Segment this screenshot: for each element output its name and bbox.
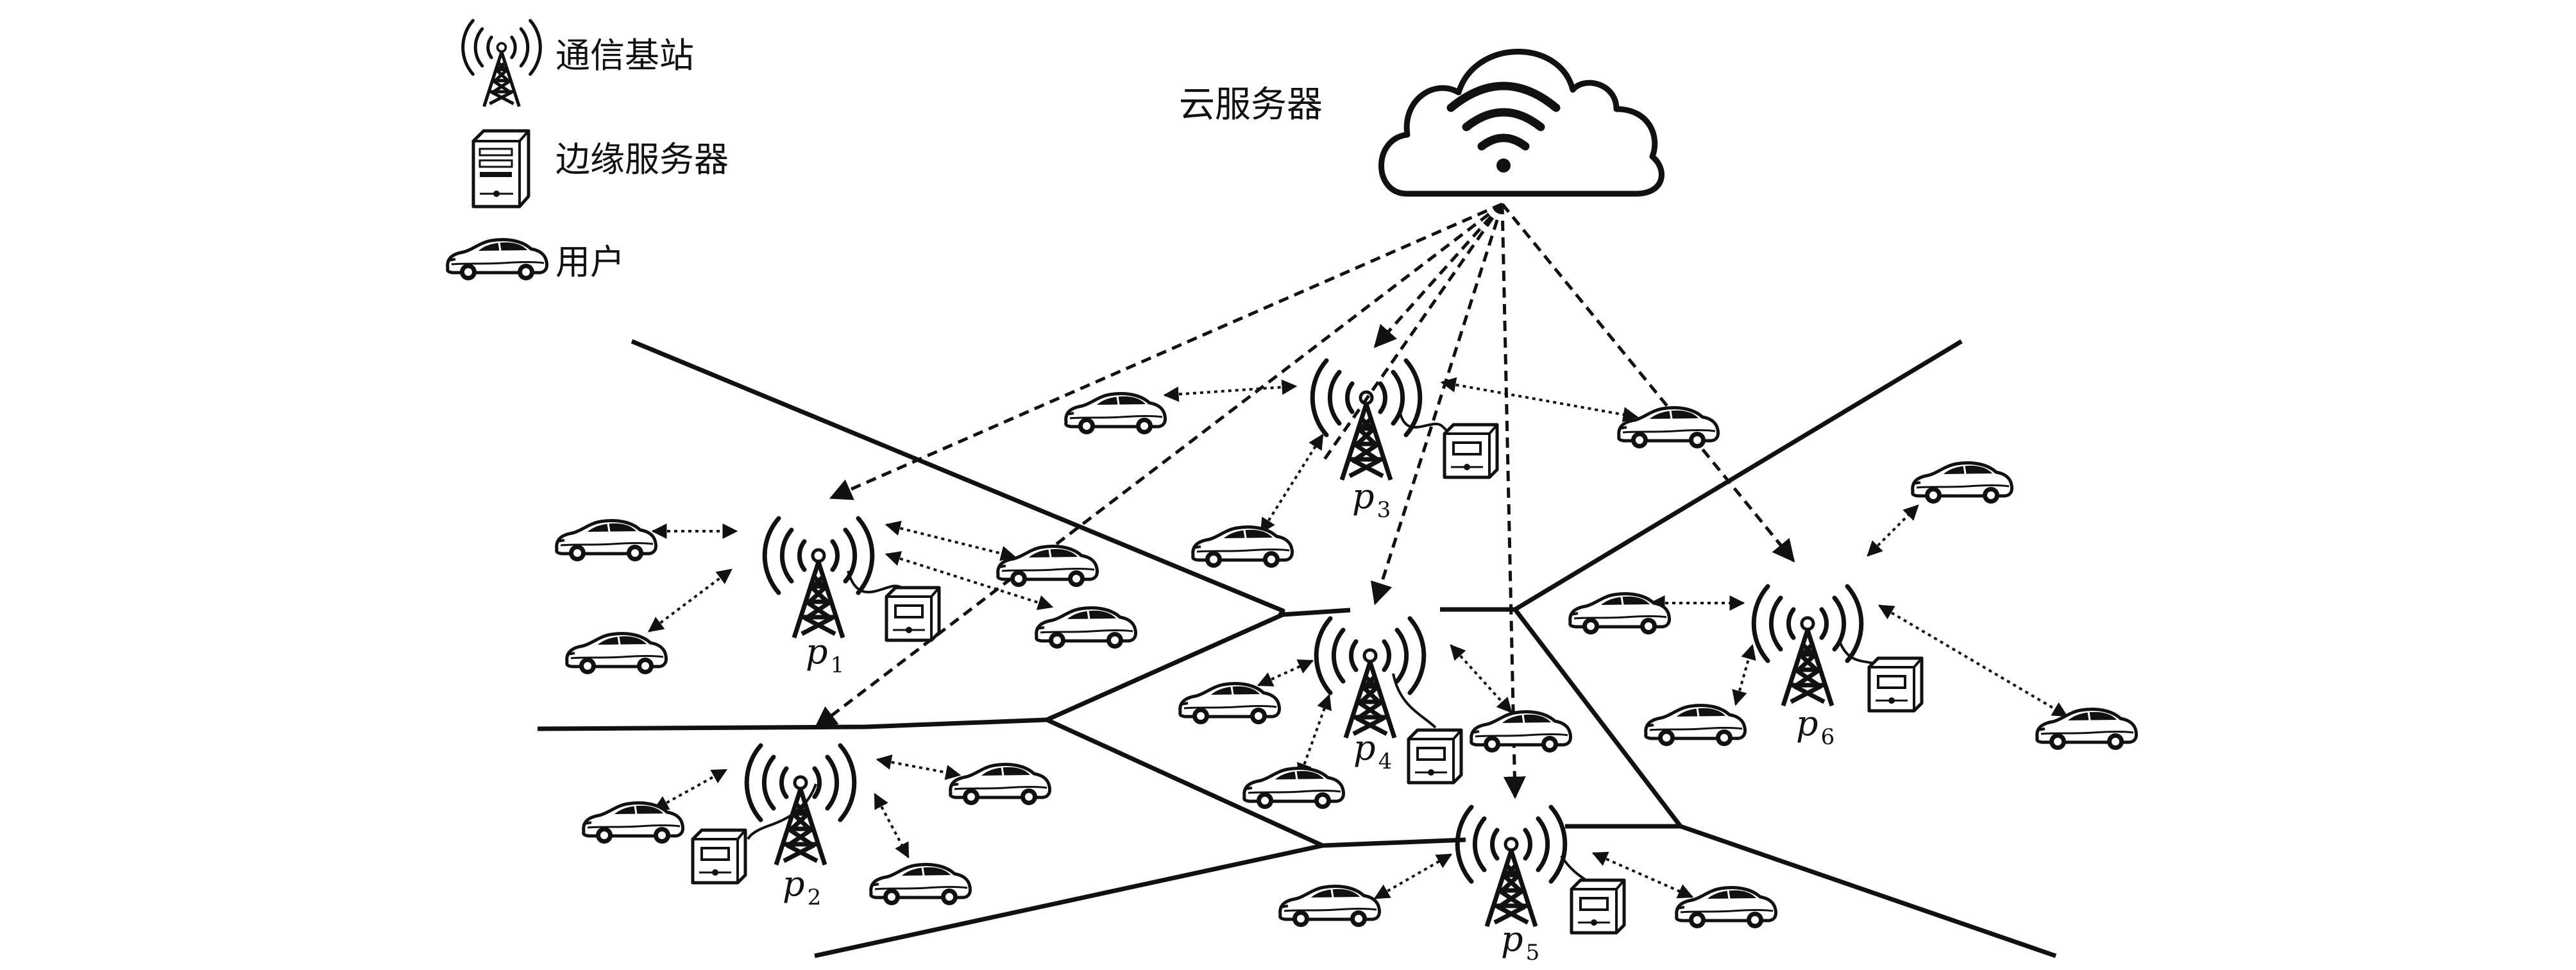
cloud-link-p3 [1373, 203, 1504, 348]
car-icon [1244, 769, 1344, 809]
edge-server-p1 [886, 588, 939, 640]
boundary-line [631, 339, 1285, 617]
car-icon [2037, 710, 2137, 750]
car-icon [448, 240, 547, 280]
edge-server-p4 [1409, 730, 1461, 783]
tower-p1 [765, 518, 872, 638]
tower-p2 [747, 745, 854, 865]
car-icon [998, 547, 1097, 587]
car-icon [584, 803, 683, 844]
tower-p4 [1316, 618, 1424, 738]
car-icon [1646, 706, 1745, 746]
boundary-line [1514, 339, 1963, 612]
edge-server-p3 [1445, 425, 1497, 477]
car-icon [1913, 463, 2012, 504]
car-icon [567, 634, 666, 674]
boundary-line [1679, 824, 2057, 958]
car-icon [871, 865, 970, 905]
tower-p6 [1754, 586, 1861, 706]
user-links [648, 377, 2069, 899]
car-icon [1677, 888, 1776, 928]
boundary-line [1282, 608, 1351, 617]
car-icon [951, 765, 1050, 805]
tower-p5 [1457, 807, 1565, 926]
edge-server-p6 [1869, 658, 1922, 711]
legend-label-tower: 通信基站 [555, 35, 694, 76]
legend [448, 21, 547, 280]
edge-server-p5 [1572, 880, 1624, 933]
car-icon [1066, 394, 1165, 434]
car-icon [1180, 684, 1280, 724]
cloud-link-p1 [829, 202, 1504, 500]
cloud-wifi-icon [1378, 49, 1665, 197]
car-icon [1570, 594, 1670, 634]
car-icon [1619, 408, 1718, 448]
boundary-line [1322, 837, 1466, 848]
coverage-boundaries [537, 339, 2057, 958]
tower-icon [463, 21, 541, 106]
server-icon [473, 131, 529, 207]
boundary-line [1046, 717, 1324, 848]
car-icon [1280, 887, 1380, 927]
boundary-line [1046, 612, 1284, 722]
car-icon [1193, 527, 1292, 568]
boundary-line [1513, 608, 1682, 828]
cloud-link-p2 [814, 203, 1504, 729]
legend-label-user: 用户 [555, 242, 625, 282]
legend-label-server: 边缘服务器 [555, 139, 729, 180]
boundary-line [814, 843, 1323, 958]
car-icon [1471, 712, 1571, 753]
edge-server-p2 [693, 830, 745, 883]
boundary-line [537, 717, 1047, 731]
cloud-link-p6 [1501, 203, 1795, 563]
cloud-link-extra [1321, 203, 1504, 463]
cloud-server-label: 云服务器 [1179, 84, 1323, 126]
cloud-links [814, 202, 1795, 799]
car-icon [1037, 608, 1136, 649]
car-icon [557, 521, 656, 561]
cloud-link-p4 [1370, 203, 1504, 606]
